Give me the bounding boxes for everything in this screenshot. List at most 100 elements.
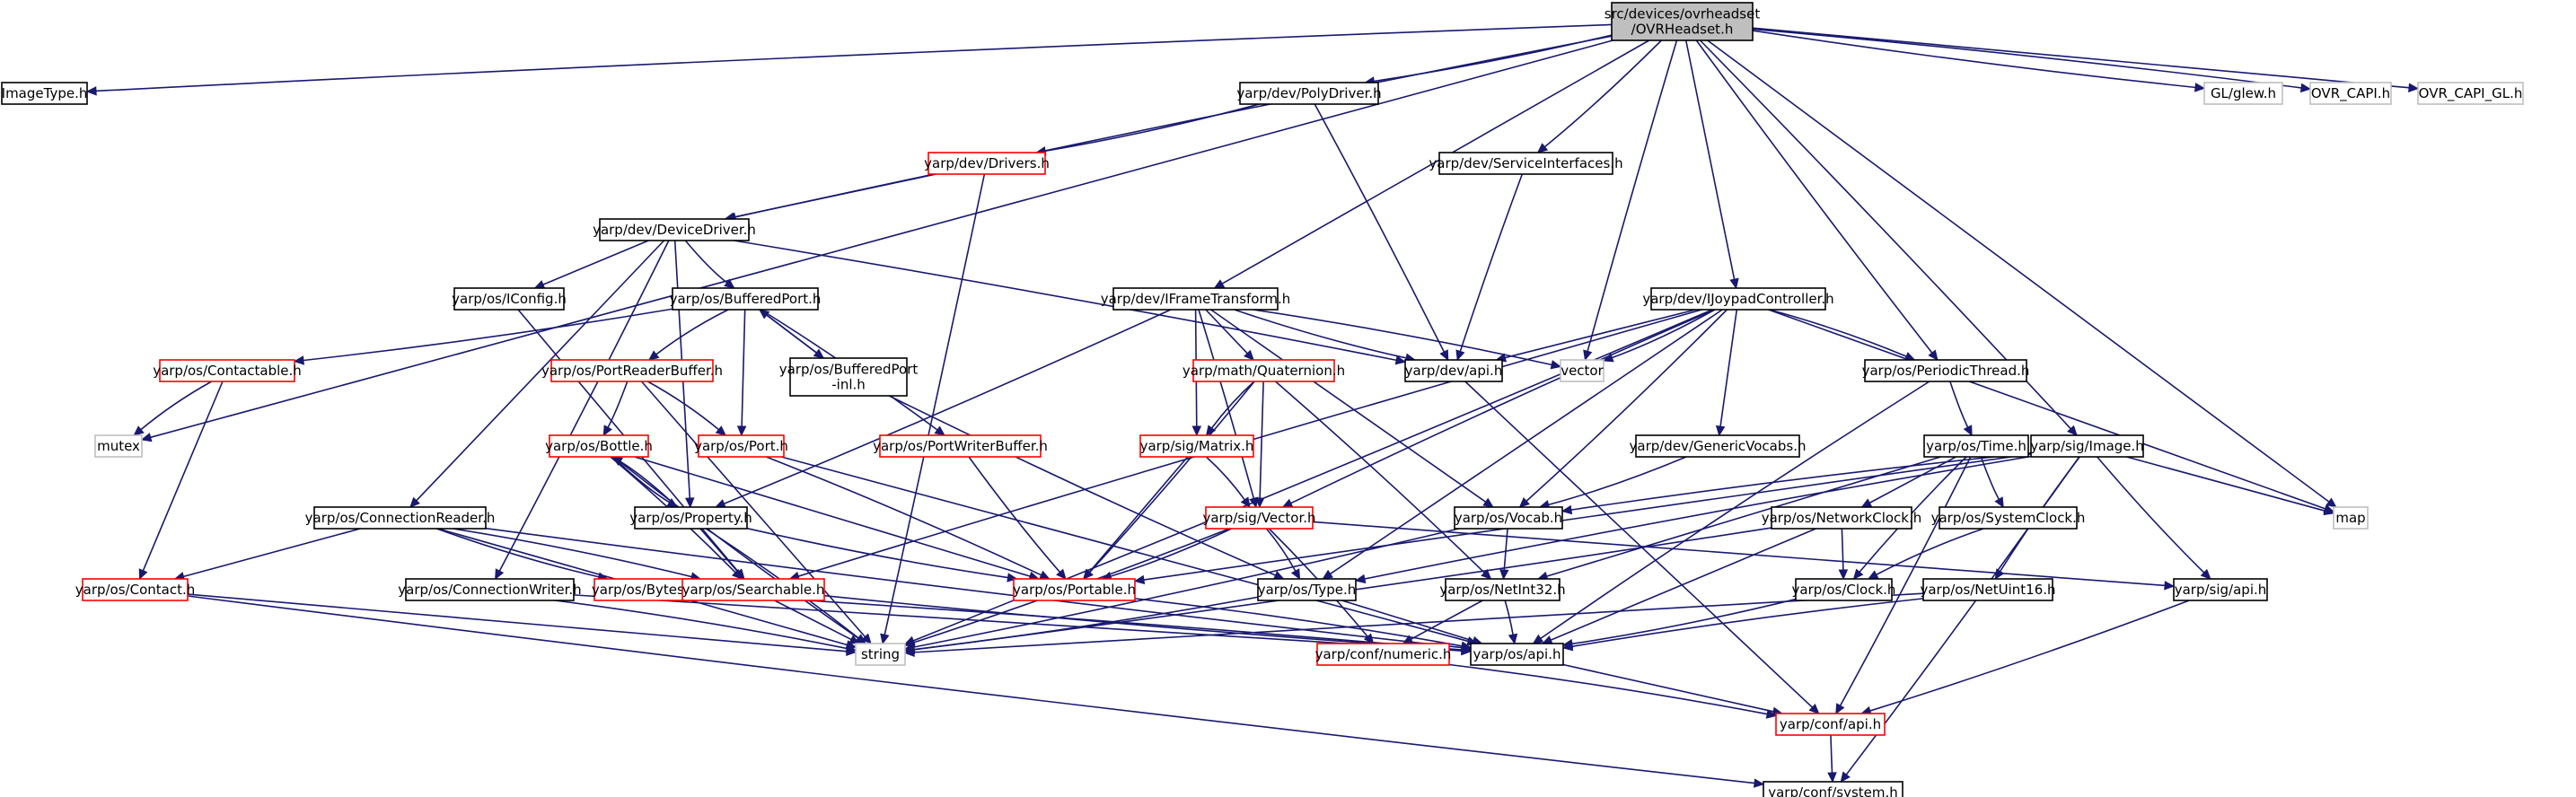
node-label: yarp/dev/PolyDriver.h [1236, 85, 1381, 101]
edge-arrowhead [495, 568, 505, 581]
edge-line [619, 460, 678, 508]
node-box [1635, 434, 1800, 458]
node-portable[interactable]: yarp/os/Portable.h [1013, 578, 1136, 601]
node-sigvector[interactable]: yarp/sig/Vector.h [1202, 506, 1316, 530]
edge-line [1314, 103, 1446, 354]
node-portreaderbuffer[interactable]: yarp/os/PortReaderBuffer.h [541, 359, 723, 382]
edge-root-to-mutex [140, 39, 1613, 442]
node-box [1139, 434, 1254, 458]
node-root[interactable]: src/devices/ovrheadset/OVRHeadset.h [1605, 2, 1761, 41]
node-devapi[interactable]: yarp/dev/api.h [1404, 359, 1503, 382]
node-box [2333, 506, 2369, 530]
edge-ijoypad-to-map [1768, 309, 2335, 513]
edge-line [1220, 39, 1650, 285]
edge-arrowhead [1133, 574, 1146, 585]
node-quaternion[interactable]: yarp/math/Quaternion.h [1182, 359, 1345, 382]
edge-line [2097, 456, 2206, 574]
node-connwriter[interactable]: yarp/os/ConnectionWriter.h [398, 578, 582, 601]
node-polydriver[interactable]: yarp/dev/PolyDriver.h [1236, 82, 1382, 105]
node-string: string [855, 643, 906, 666]
node-vocab[interactable]: yarp/os/Vocab.h [1454, 506, 1563, 530]
edge-arrowhead [1240, 496, 1251, 508]
node-contact[interactable]: yarp/os/Contact.h [75, 578, 196, 601]
node-osclock[interactable]: yarp/os/Clock.h [1792, 578, 1896, 601]
edge-arrowhead [1753, 778, 1765, 788]
node-label: yarp/os/Bottle.h [545, 438, 653, 454]
node-box [453, 287, 565, 311]
node-contactable[interactable]: yarp/os/Contactable.h [153, 359, 302, 382]
node-connreader[interactable]: yarp/os/ConnectionReader.h [305, 506, 496, 530]
node-ovrcapigl: OVR_CAPI_GL.h [2417, 82, 2524, 105]
edge-arrowhead [880, 633, 890, 645]
node-label: yarp/os/PeriodicThread.h [1862, 363, 2030, 379]
node-sigmatrix[interactable]: yarp/sig/Matrix.h [1139, 434, 1254, 458]
edge-line [498, 240, 670, 573]
node-ijoypad[interactable]: yarp/dev/IJoypadController.h [1642, 287, 1834, 311]
edge-line [1949, 381, 1969, 429]
edge-line [1875, 528, 1984, 576]
node-bufferedport[interactable]: yarp/os/BufferedPort.h [670, 287, 822, 311]
edge-arrowhead [1363, 633, 1375, 644]
edge-line [746, 527, 1009, 579]
node-iframe[interactable]: yarp/dev/IFrameTransform.h [1101, 287, 1291, 311]
node-sigimage[interactable]: yarp/sig/Image.h [2030, 434, 2144, 458]
node-bytes[interactable]: yarp/os/Bytes.h [592, 578, 697, 601]
node-box [1922, 578, 2053, 601]
node-osapi[interactable]: yarp/os/api.h [1470, 643, 1564, 666]
edge-line [723, 309, 1172, 505]
edge-line [182, 528, 361, 578]
node-sigapi[interactable]: yarp/sig/api.h [2173, 578, 2268, 601]
edge-osapi-to-confapi [1562, 663, 1783, 716]
node-confsystem[interactable]: yarp/conf/system.h [1763, 781, 1903, 797]
edge-sigvector-to-sigapi [1312, 521, 2176, 591]
node-devicedriver[interactable]: yarp/dev/DeviceDriver.h [593, 218, 756, 241]
edge-arrowhead [1281, 498, 1294, 508]
node-box [1560, 359, 1605, 382]
node-drivers[interactable]: yarp/dev/Drivers.h [924, 152, 1050, 175]
node-label: yarp/os/IConfig.h [452, 291, 567, 307]
node-networkclock[interactable]: yarp/os/NetworkClock.h [1762, 506, 1922, 530]
edge-bufferedport-to-portreaderbuffer [647, 309, 729, 361]
node-bottle[interactable]: yarp/os/Bottle.h [545, 434, 653, 458]
edge-sigapi-to-confapi [1860, 600, 2190, 715]
node-searchable[interactable]: yarp/os/Searchable.h [681, 578, 825, 601]
node-serviceif[interactable]: yarp/dev/ServiceInterfaces.h [1429, 152, 1623, 175]
node-periodicthread[interactable]: yarp/os/PeriodicThread.h [1862, 359, 2030, 382]
edge-line [1839, 456, 1972, 707]
edge-arrowhead [1191, 425, 1202, 437]
node-iconfig[interactable]: yarp/os/IConfig.h [452, 287, 567, 311]
edge-line [1841, 528, 1844, 572]
node-systemclock[interactable]: yarp/os/SystemClock.h [1931, 506, 2086, 530]
edge-line [1684, 39, 1736, 281]
edge-arrowhead [715, 499, 726, 508]
node-box [1, 82, 88, 105]
node-netint32[interactable]: yarp/os/NetInt32.h [1439, 578, 1566, 601]
node-netuint16[interactable]: yarp/os/NetUint16.h [1920, 578, 2056, 601]
node-label: yarp/os/BufferedPort [779, 362, 919, 378]
node-ostime[interactable]: yarp/os/Time.h [1923, 434, 2029, 458]
edge-drivers-to-devicedriver [724, 173, 936, 222]
node-box [405, 578, 575, 601]
edge-arrowhead [1354, 574, 1367, 584]
edge-line [884, 173, 986, 636]
node-port[interactable]: yarp/os/Port.h [694, 434, 788, 458]
edge-bufferedport-to-contactable [293, 308, 673, 365]
node-box [2203, 82, 2283, 105]
edge-port-to-osapi [780, 456, 1478, 646]
node-imagetype[interactable]: ImageType.h [1, 82, 88, 105]
node-box [1939, 506, 2078, 530]
node-property[interactable]: yarp/os/Property.h [629, 506, 752, 530]
edge-arrowhead [1082, 568, 1094, 580]
edge-arrowhead [1536, 143, 1549, 153]
node-genericvocabs[interactable]: yarp/dev/GenericVocabs.h [1630, 434, 1807, 458]
edge-confapi-to-confsystem [1827, 734, 1837, 784]
node-confnumeric[interactable]: yarp/conf/numeric.h [1315, 643, 1452, 666]
edge-line [541, 240, 649, 286]
node-bufferedportinl[interactable]: yarp/os/BufferedPort-inl.h [779, 357, 919, 397]
edge-arrowhead [133, 425, 145, 436]
node-ostype[interactable]: yarp/os/Type.h [1257, 578, 1357, 601]
edge-drivers-to-string [880, 173, 986, 645]
node-confapi[interactable]: yarp/conf/api.h [1775, 713, 1886, 736]
node-portwriterbuffer[interactable]: yarp/os/PortWriterBuffer.h [873, 434, 1048, 458]
edge-line [1547, 456, 1687, 506]
